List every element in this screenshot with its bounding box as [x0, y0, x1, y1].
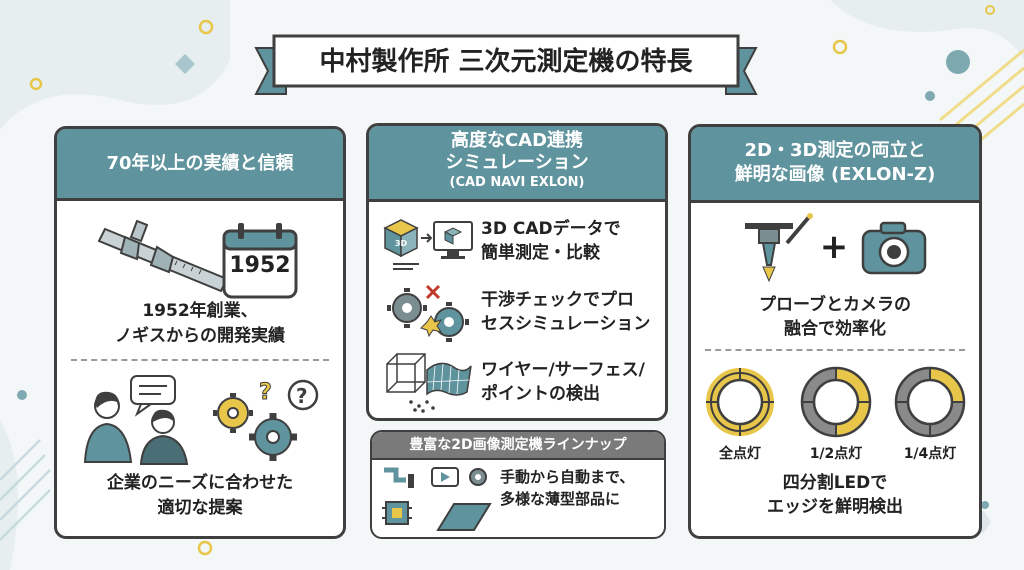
led-text-line-2: エッジを鮮明検出	[767, 497, 903, 517]
cad-data-icon	[383, 219, 473, 270]
lineup-icons	[382, 467, 492, 531]
feature-sim-text: 干渉チェックでプロ セスシミュレーション	[481, 288, 650, 336]
led-label-full: 全点灯	[719, 446, 761, 462]
panel-exlon-header: 2D・3D測定の両立と 鮮明な画像 (EXLON-Z)	[691, 127, 979, 203]
feature-detect-line-1: ワイヤー/サーフェス/	[481, 360, 645, 380]
feature-detect-text: ワイヤー/サーフェス/ ポイントの検出	[481, 358, 645, 406]
gears-question-icon: ? ?	[213, 380, 319, 461]
feature-detect-line-2: ポイントの検出	[481, 384, 600, 404]
ribbon-shape	[254, 34, 758, 95]
calendar-icon	[222, 223, 298, 299]
panel-cad-title-1: 高度なCAD連携	[450, 130, 584, 151]
history-text: 1952年創業、 ノギスからの開発実績	[57, 299, 343, 349]
proposal-line-2: 適切な提案	[157, 498, 243, 518]
calendar-year: 1952	[229, 253, 291, 278]
svg-text:?: ?	[259, 380, 272, 405]
led-full-icon	[706, 368, 774, 436]
interference-gears-icon	[387, 284, 469, 342]
lineup-line-1: 手動から自動まで、	[500, 468, 635, 486]
panel-lineup-title: 豊富な2D画像測定機ラインナップ	[409, 437, 627, 453]
fusion-line-1: プローブとカメラの	[759, 295, 911, 315]
led-text: 四分割LEDで エッジを鮮明検出	[691, 471, 979, 519]
led-half-icon	[800, 366, 872, 438]
history-line-1: 1952年創業、	[142, 301, 258, 321]
feature-sim-line-2: セスシミュレーション	[481, 314, 651, 334]
page-title: 中村製作所 三次元測定機の特長	[319, 47, 693, 77]
panel-history-title: 70年以上の実績と信頼	[106, 153, 294, 174]
panel-exlon: 2D・3D測定の両立と 鮮明な画像 (EXLON-Z) + プローブとカメラの …	[688, 124, 982, 539]
lineup-text: 手動から自動まで、 多様な薄型部品に	[500, 466, 634, 510]
proposal-text: 企業のニーズに合わせた 適切な提案	[57, 471, 343, 521]
panel-history-header: 70年以上の実績と信頼	[57, 129, 343, 201]
feature-cad-text: 3D CADデータで 簡単測定・比較	[481, 217, 621, 265]
feature-cad-line-2: 簡単測定・比較	[481, 243, 600, 263]
panel-cad-title-2: シミュレーション	[445, 152, 589, 173]
led-quarter-icon	[894, 366, 966, 438]
panel-exlon-title-1: 2D・3D測定の両立と	[744, 140, 926, 161]
consultation-icon	[83, 375, 189, 465]
caliper-icon	[97, 219, 229, 293]
panel-lineup-header: 豊富な2D画像測定機ラインナップ	[372, 432, 664, 460]
divider	[705, 349, 965, 351]
panel-cad: 高度なCAD連携 シミュレーション (CAD NAVI EXLON) 3D 3D…	[366, 123, 668, 421]
panel-history: 70年以上の実績と信頼 1952 1952年創業、 ノギスからの開発実績	[54, 126, 346, 539]
led-text-line-1: 四分割LEDで	[782, 473, 888, 493]
panel-cad-header: 高度なCAD連携 シミュレーション (CAD NAVI EXLON)	[369, 126, 665, 202]
proposal-line-1: 企業のニーズに合わせた	[106, 473, 294, 493]
led-label-quarter: 1/4点灯	[903, 446, 957, 462]
history-line-2: ノギスからの開発実績	[115, 326, 285, 346]
panel-exlon-title-2: 鮮明な画像 (EXLON-Z)	[734, 164, 936, 185]
wireframe-surface-icon	[386, 353, 472, 413]
title-banner: 中村製作所 三次元測定機の特長	[254, 28, 758, 95]
led-label-half: 1/2点灯	[809, 446, 863, 462]
svg-text:?: ?	[296, 384, 308, 408]
divider	[71, 359, 329, 361]
lineup-line-2: 多様な薄型部品に	[500, 490, 621, 508]
panel-cad-subtitle: (CAD NAVI EXLON)	[449, 175, 585, 190]
plus-icon: +	[819, 227, 849, 267]
probe-icon	[745, 213, 813, 283]
camera-icon	[861, 221, 927, 275]
feature-cad-line-1: 3D CADデータで	[481, 219, 621, 239]
panel-lineup: 豊富な2D画像測定機ラインナップ 手動から自動まで、 多様な薄型部品に	[370, 430, 666, 539]
fusion-text: プローブとカメラの 融合で効率化	[691, 293, 979, 341]
cube-label: 3D	[394, 239, 408, 248]
fusion-line-2: 融合で効率化	[784, 319, 886, 339]
feature-sim-line-1: 干渉チェックでプロ	[481, 290, 634, 310]
